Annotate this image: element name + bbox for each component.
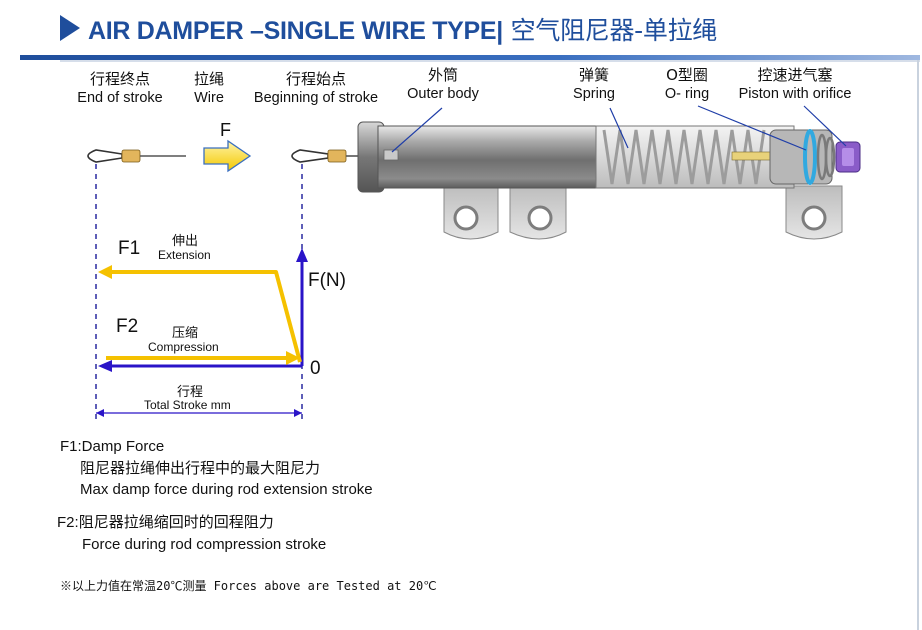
stroke-guides — [95, 164, 303, 420]
label-spring: 弹簧 Spring — [564, 66, 624, 104]
wire-beginning-of-stroke — [291, 149, 362, 163]
f-direction-arrow-icon — [203, 139, 252, 173]
leader-lines — [391, 105, 847, 153]
note-f1-title: F1:Damp Force — [60, 438, 165, 455]
f2-cn-label: 压缩 — [172, 326, 199, 341]
label-outer-body-cn: 外筒 — [427, 66, 458, 84]
label-o-ring: O型圈 O- ring — [652, 66, 722, 104]
force-graph — [96, 248, 308, 417]
wire-end-of-stroke — [87, 149, 186, 163]
title-bar: AIR DAMPER –SINGLE WIRE TYPE| 空气阻尼器-单拉绳 — [0, 0, 922, 62]
damper-assembly — [357, 121, 861, 240]
note-f1-cn: 阻尼器拉绳伸出行程中的最大阻尼力 — [80, 459, 321, 477]
note-f1-en: Max damp force during rod extension stro… — [80, 481, 373, 498]
title-underline — [20, 55, 920, 60]
label-outer-body-en: Outer body — [407, 86, 479, 102]
slide-right-edge — [917, 60, 919, 630]
label-piston-en: Piston with orifice — [738, 86, 852, 102]
label-spring-en: Spring — [573, 86, 615, 102]
label-beginning-en: Beginning of stroke — [253, 90, 379, 106]
origin-label: 0 — [310, 358, 321, 379]
f-arrow-label: F — [220, 120, 231, 140]
label-end-of-stroke: 行程终点 End of stroke — [68, 70, 172, 108]
label-outer-body: 外筒 Outer body — [398, 66, 488, 104]
note-f2-title: F2: — [57, 514, 79, 531]
title-cn: 空气阻尼器-单拉绳 — [503, 16, 718, 45]
f1-label: F1 — [118, 238, 141, 259]
title-bullet-icon — [60, 15, 80, 41]
y-axis-label: F(N) — [308, 270, 346, 291]
f1-en-label: Extension — [158, 248, 211, 262]
label-spring-cn: 弹簧 — [578, 66, 609, 84]
label-o-ring-en: O- ring — [664, 86, 710, 102]
label-end-of-stroke-en: End of stroke — [77, 90, 163, 106]
footer-note: ※以上力值在常温20℃测量 Forces above are Tested at… — [60, 579, 437, 593]
f2-en-label: Compression — [148, 340, 219, 354]
label-piston: 控速进气塞 Piston with orifice — [724, 66, 866, 104]
label-end-of-stroke-cn: 行程终点 — [89, 70, 150, 88]
label-wire-en: Wire — [194, 90, 224, 106]
title-underline-light — [60, 60, 920, 62]
note-f2-line: F2:阻尼器拉绳缩回时的回程阻力 — [57, 511, 274, 534]
page-title: AIR DAMPER –SINGLE WIRE TYPE| 空气阻尼器-单拉绳 — [88, 11, 717, 47]
note-f2-en: Force during rod compression stroke — [82, 536, 327, 553]
label-beginning-cn: 行程始点 — [285, 70, 346, 88]
label-o-ring-cn: O型圈 — [666, 66, 708, 84]
label-beginning-of-stroke: 行程始点 Beginning of stroke — [242, 70, 390, 108]
label-wire-cn: 拉绳 — [193, 70, 224, 88]
label-wire: 拉绳 Wire — [184, 70, 234, 108]
x-axis-en-label: Total Stroke mm — [144, 398, 231, 412]
title-main: AIR DAMPER –SINGLE WIRE TYPE| — [88, 17, 504, 45]
label-piston-cn: 控速进气塞 — [757, 66, 833, 84]
note-f2-cn: 阻尼器拉绳缩回时的回程阻力 — [78, 513, 274, 531]
f1-cn-label: 伸出 — [172, 234, 199, 249]
x-axis-cn-label: 行程 — [177, 385, 204, 400]
f2-label: F2 — [116, 316, 139, 337]
